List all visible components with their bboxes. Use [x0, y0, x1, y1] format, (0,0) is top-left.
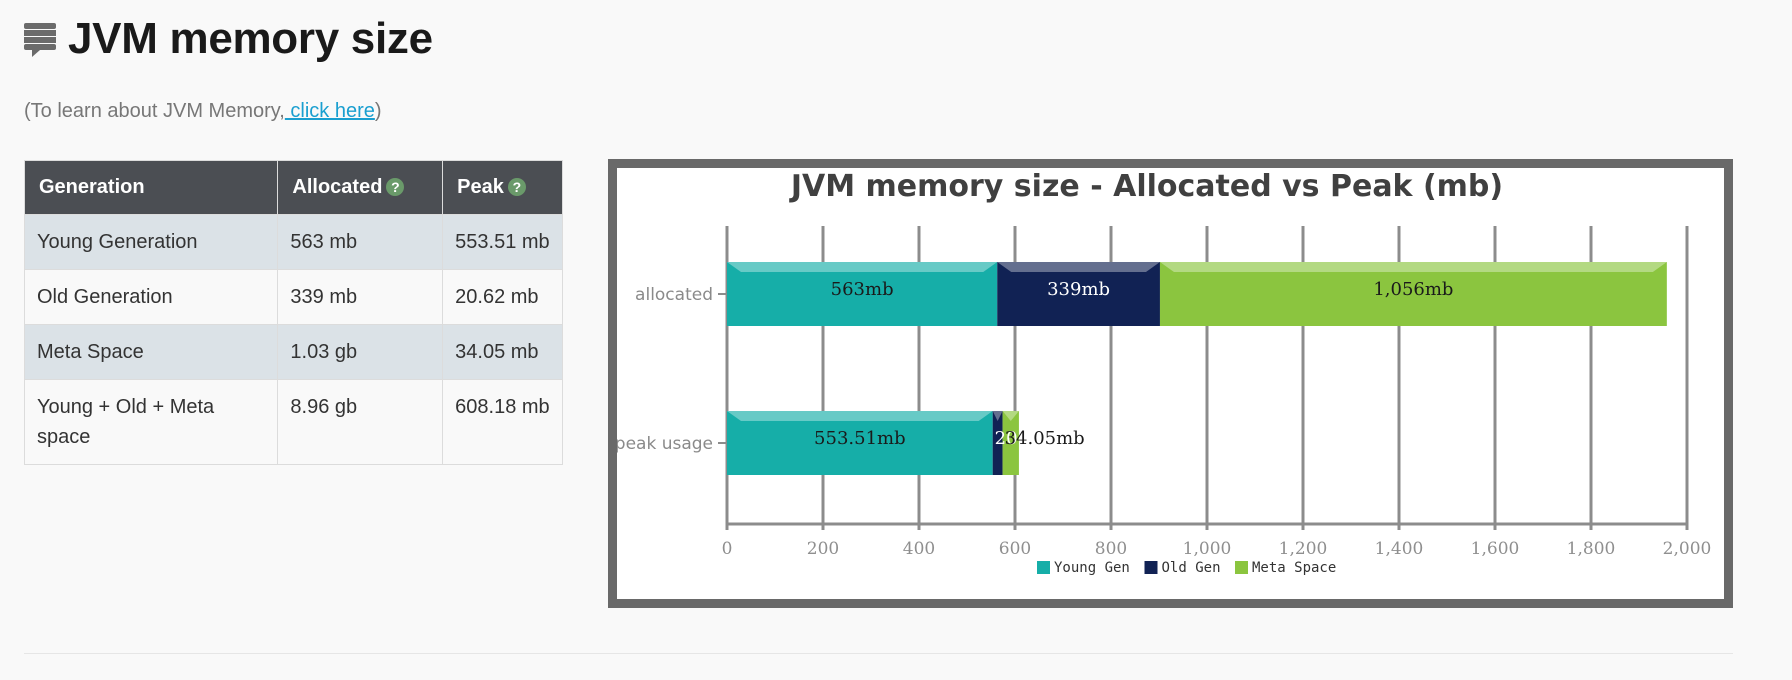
help-icon[interactable]: ? [507, 178, 526, 196]
bar-segment [727, 411, 993, 475]
x-tick-label: 1,000 [1183, 539, 1232, 559]
legend-label: Young Gen [1054, 560, 1130, 576]
chart-frame: JVM memory size - Allocated vs Peak (mb)… [608, 159, 1733, 608]
x-tick-label: 1,800 [1567, 539, 1616, 559]
cell-generation: Meta Space [23, 324, 279, 380]
cell-generation: Young + Old + Meta space [23, 379, 279, 465]
generation-table: Generation Allocated? Peak? Young Genera… [23, 160, 563, 465]
legend-swatch [1235, 561, 1248, 574]
chart-title: JVM memory size - Allocated vs Peak (mb) [789, 169, 1503, 204]
x-tick-label: 1,600 [1471, 539, 1520, 559]
x-tick-label: 0 [722, 539, 733, 559]
data-label: 34.05mb [1005, 428, 1085, 449]
learn-prefix: (To learn about JVM Memory, [24, 100, 285, 122]
legend-swatch [1144, 561, 1158, 574]
x-tick-label: 600 [999, 539, 1031, 559]
cell-generation: Old Generation [23, 269, 279, 325]
table-row: Meta Space 1.03 gb 34.05 mb [23, 324, 563, 380]
table-row: Old Generation 339 mb 20.62 mb [23, 269, 563, 325]
chart-area: JVM memory size - Allocated vs Peak (mb)… [617, 168, 1724, 599]
cell-peak: 608.18 mb [442, 379, 563, 465]
memory-bar-chart: JVM memory size - Allocated vs Peak (mb)… [617, 169, 1712, 576]
x-tick-label: 2,000 [1663, 539, 1712, 559]
help-icon[interactable]: ? [386, 178, 405, 196]
cell-peak: 20.62 mb [442, 269, 563, 325]
cell-peak: 34.05 mb [442, 324, 563, 380]
cell-allocated: 1.03 gb [277, 324, 444, 380]
data-label: 563mb [831, 279, 894, 300]
data-label: 553.51mb [814, 428, 906, 449]
bar-segment [992, 411, 1003, 475]
bar-segment [1159, 262, 1667, 326]
bar-segment [727, 262, 998, 326]
bar-bevel [992, 411, 1003, 421]
page-header: JVM memory size [24, 14, 433, 64]
bar-segment [1002, 411, 1019, 475]
data-label: 339mb [1047, 279, 1110, 300]
bar-bevel [727, 411, 993, 421]
cell-allocated: 563 mb [277, 214, 444, 270]
x-tick-label: 1,200 [1279, 539, 1328, 559]
click-here-link[interactable]: click here [284, 100, 375, 122]
legend-label: Meta Space [1252, 560, 1336, 576]
x-tick-label: 1,400 [1375, 539, 1424, 559]
bar-segment [997, 262, 1160, 326]
bar-bevel [997, 262, 1160, 272]
cell-peak: 553.51 mb [442, 214, 563, 270]
x-tick-label: 200 [807, 539, 839, 559]
table-header-row: Generation Allocated? Peak? [23, 160, 563, 215]
bar-bevel [727, 262, 998, 272]
header-allocated: Allocated? [277, 160, 444, 215]
table-row: Young Generation 563 mb 553.51 mb [23, 214, 563, 270]
bar-bevel [1159, 262, 1667, 272]
section-divider [24, 653, 1733, 654]
learn-more-text: (To learn about JVM Memory, click here) [24, 100, 382, 123]
cell-allocated: 8.96 gb [277, 379, 444, 465]
data-label: 1,056mb [1373, 279, 1453, 300]
y-tick-label: allocated [635, 285, 713, 305]
learn-suffix: ) [374, 100, 382, 122]
cell-generation: Young Generation [23, 214, 279, 270]
x-tick-label: 800 [1095, 539, 1127, 559]
legend-swatch [1037, 561, 1050, 574]
page-title: JVM memory size [68, 14, 433, 63]
table-row: Young + Old + Meta space 8.96 gb 608.18 … [23, 379, 563, 465]
x-tick-label: 400 [903, 539, 935, 559]
comment-list-icon [24, 23, 56, 57]
cell-allocated: 339 mb [277, 269, 444, 325]
legend-label: Old Gen [1162, 560, 1221, 576]
header-generation: Generation [23, 160, 279, 215]
header-peak: Peak? [442, 160, 563, 215]
y-tick-label: peak usage [617, 434, 713, 454]
bar-bevel [1002, 411, 1019, 421]
data-label: 20.62mb [995, 428, 1075, 449]
